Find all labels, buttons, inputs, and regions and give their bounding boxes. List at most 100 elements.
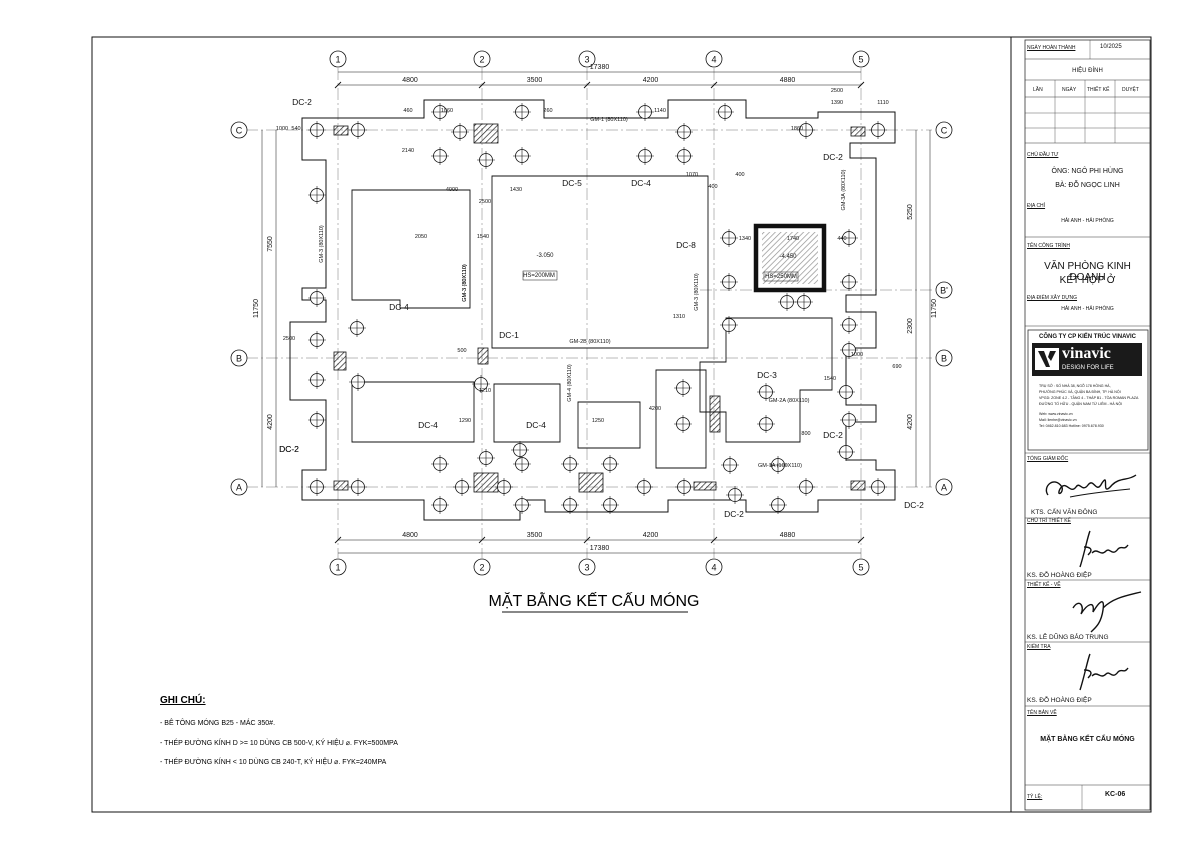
column-hatch [333, 351, 347, 371]
footing-label: DC-5 [562, 178, 582, 188]
grid-row-label: B [236, 354, 242, 364]
detail-dimension-text: 1540 [824, 376, 836, 382]
footing-void-outline [493, 383, 561, 443]
detail-dimension-text: 1860 [791, 126, 803, 132]
grid-column-label: 1 [335, 563, 340, 573]
detail-dimension-text: 1740 [787, 236, 799, 242]
detail-dimension-text: 1070 [686, 172, 698, 178]
footing-label: DC-2 [292, 97, 312, 107]
address-label: ĐỊA CHỈ [1027, 203, 1046, 209]
beam-label: GM-3A (80X110) [841, 169, 847, 210]
completion-label: NGÀY HOÀN THÀNH [1027, 45, 1076, 51]
designer-signature [1072, 591, 1142, 633]
detail-dimension-text: 440 [837, 236, 846, 242]
company-line: VPGD: ZONE 4.2 - TẦNG 4 - THÁP B1 - TÒA … [1039, 396, 1139, 400]
detail-dimension-text: 2500 [283, 336, 295, 342]
column-hatch [850, 480, 866, 491]
dimension-tick [710, 536, 718, 544]
grid-bubble-icon [230, 478, 248, 496]
grid-column-label: 1 [335, 55, 340, 65]
grid-bubble-icon [230, 121, 248, 139]
grid-bubble-icon [473, 50, 491, 68]
chief-signature [1079, 530, 1129, 568]
footing-label: DC-2 [279, 444, 299, 454]
company-name: CÔNG TY CP KIẾN TRÚC VINAVIC [1038, 334, 1136, 340]
company-details: TRỤ SỞ : SỐ NHÀ 38, NGÕ 178 HỒNG HÀ, PHƯ… [1039, 383, 1149, 429]
grid-column-label: 5 [858, 563, 863, 573]
detail-dimension-text: 4000 [446, 187, 458, 193]
level-tag-box [763, 271, 799, 282]
elevator-pit [753, 223, 827, 293]
footing-label: DC-4 [631, 178, 651, 188]
footing-label: DC-1 [499, 330, 519, 340]
footing-void-outline [577, 401, 641, 449]
company-line: Web: www.vinavic.vn [1039, 412, 1073, 416]
elevator-pit-hatch [762, 232, 818, 284]
dimension-tick [478, 81, 486, 89]
column-hatch [578, 472, 604, 493]
grid-row-label: B' [940, 286, 948, 296]
dimension-text: 4200 [643, 532, 659, 539]
grid-column-label: 2 [479, 55, 484, 65]
dimension-tick [478, 536, 486, 544]
chief-name: KS. ĐỖ HOÀNG ĐIỆP [1027, 572, 1092, 579]
director-label: TỔNG GIÁM ĐỐC [1027, 456, 1069, 462]
footing-label: DC-3 [757, 370, 777, 380]
beam-label: GM-3 (80X110) [694, 273, 700, 311]
footing-outline [289, 99, 896, 521]
footing-void-outline [655, 369, 707, 469]
detail-dimension-text: 2140 [402, 148, 414, 154]
level-label: -3.050 [536, 253, 554, 259]
note-line: - BÊ TÔNG MÓNG B25 - MÁC 350#. [160, 718, 275, 727]
grid-column-label: 3 [584, 55, 589, 65]
detail-dimension-text: 400 [708, 184, 717, 190]
dimension-tick [857, 536, 865, 544]
logo-tagline: DESIGN FOR LIFE [1062, 365, 1114, 371]
revision-col: LẦN [1033, 87, 1043, 93]
note-line: - THÉP ĐƯỜNG KÍNH D >= 10 DÙNG CB 500-V,… [160, 738, 398, 747]
dimension-tick [583, 81, 591, 89]
drawing-title: MẶT BẰNG KẾT CẤU MÓNG [489, 591, 700, 610]
owner-label: CHỦ ĐẦU TƯ [1027, 152, 1059, 158]
checker-name: KS. ĐỖ HOÀNG ĐIỆP [1027, 697, 1092, 704]
project-name-1: VĂN PHÒNG KINH DOANH [1044, 261, 1131, 283]
detail-dimension-text: 1540 [477, 234, 489, 240]
footing-void-outline [351, 189, 471, 309]
detail-dimension-text: 1290 [459, 418, 471, 424]
detail-dimension-text: 1000 [276, 126, 288, 132]
sheet-frame [91, 36, 1152, 813]
chief-label: CHỦ TRÌ THIẾT KẾ [1027, 518, 1071, 524]
dimension-text: 4200 [907, 414, 914, 430]
title-block-text: NGÀY HOÀN THÀNH 10/2025 HIỆU ĐÍNH LẦN NG… [1025, 40, 1150, 810]
grid-bubble-icon [935, 349, 953, 367]
detail-dimension-text: 800 [801, 431, 810, 437]
sheet-number: KC-06 [1105, 791, 1126, 798]
grid-row-label: C [941, 126, 948, 136]
site-label: ĐỊA ĐIỂM XÂY DỰNG [1027, 295, 1078, 301]
checker-label: KIỂM TRA [1027, 644, 1051, 650]
level-tag-box [522, 270, 558, 281]
owner-1: ÔNG: NGÔ PHI HÙNG [1051, 168, 1124, 175]
level-label: HS=200MM [523, 273, 555, 279]
grid-bubble-icon [935, 478, 953, 496]
detail-dimension-text: 260 [543, 108, 552, 114]
detail-dimension-text: 1060 [441, 108, 453, 114]
company-line: TRỤ SỞ : SỐ NHÀ 38, NGÕ 178 HỒNG HÀ, [1039, 384, 1111, 388]
footing-label: DC-2 [904, 500, 924, 510]
dimension-text: 4880 [780, 532, 796, 539]
detail-dimension-text: 460 [403, 108, 412, 114]
dimension-text: 4800 [402, 77, 418, 84]
detail-dimension-text: 4200 [649, 406, 661, 412]
dimension-text: 5250 [907, 204, 914, 220]
footing-label: DC-4 [389, 302, 409, 312]
dimension-tick [583, 536, 591, 544]
notes-title: GHI CHÚ: [160, 693, 206, 706]
footing-label: DC-4 [526, 420, 546, 430]
dimension-tick [334, 536, 342, 544]
grid-bubble-icon [329, 50, 347, 68]
dimension-text: 4200 [267, 414, 274, 430]
designer-name: KS. LÊ DŨNG BẢO TRUNG [1027, 634, 1109, 641]
logo-mark-icon [1035, 348, 1059, 370]
scale-label: TỶ LỆ: [1027, 794, 1043, 800]
detail-dimension-text: 2050 [415, 234, 427, 240]
